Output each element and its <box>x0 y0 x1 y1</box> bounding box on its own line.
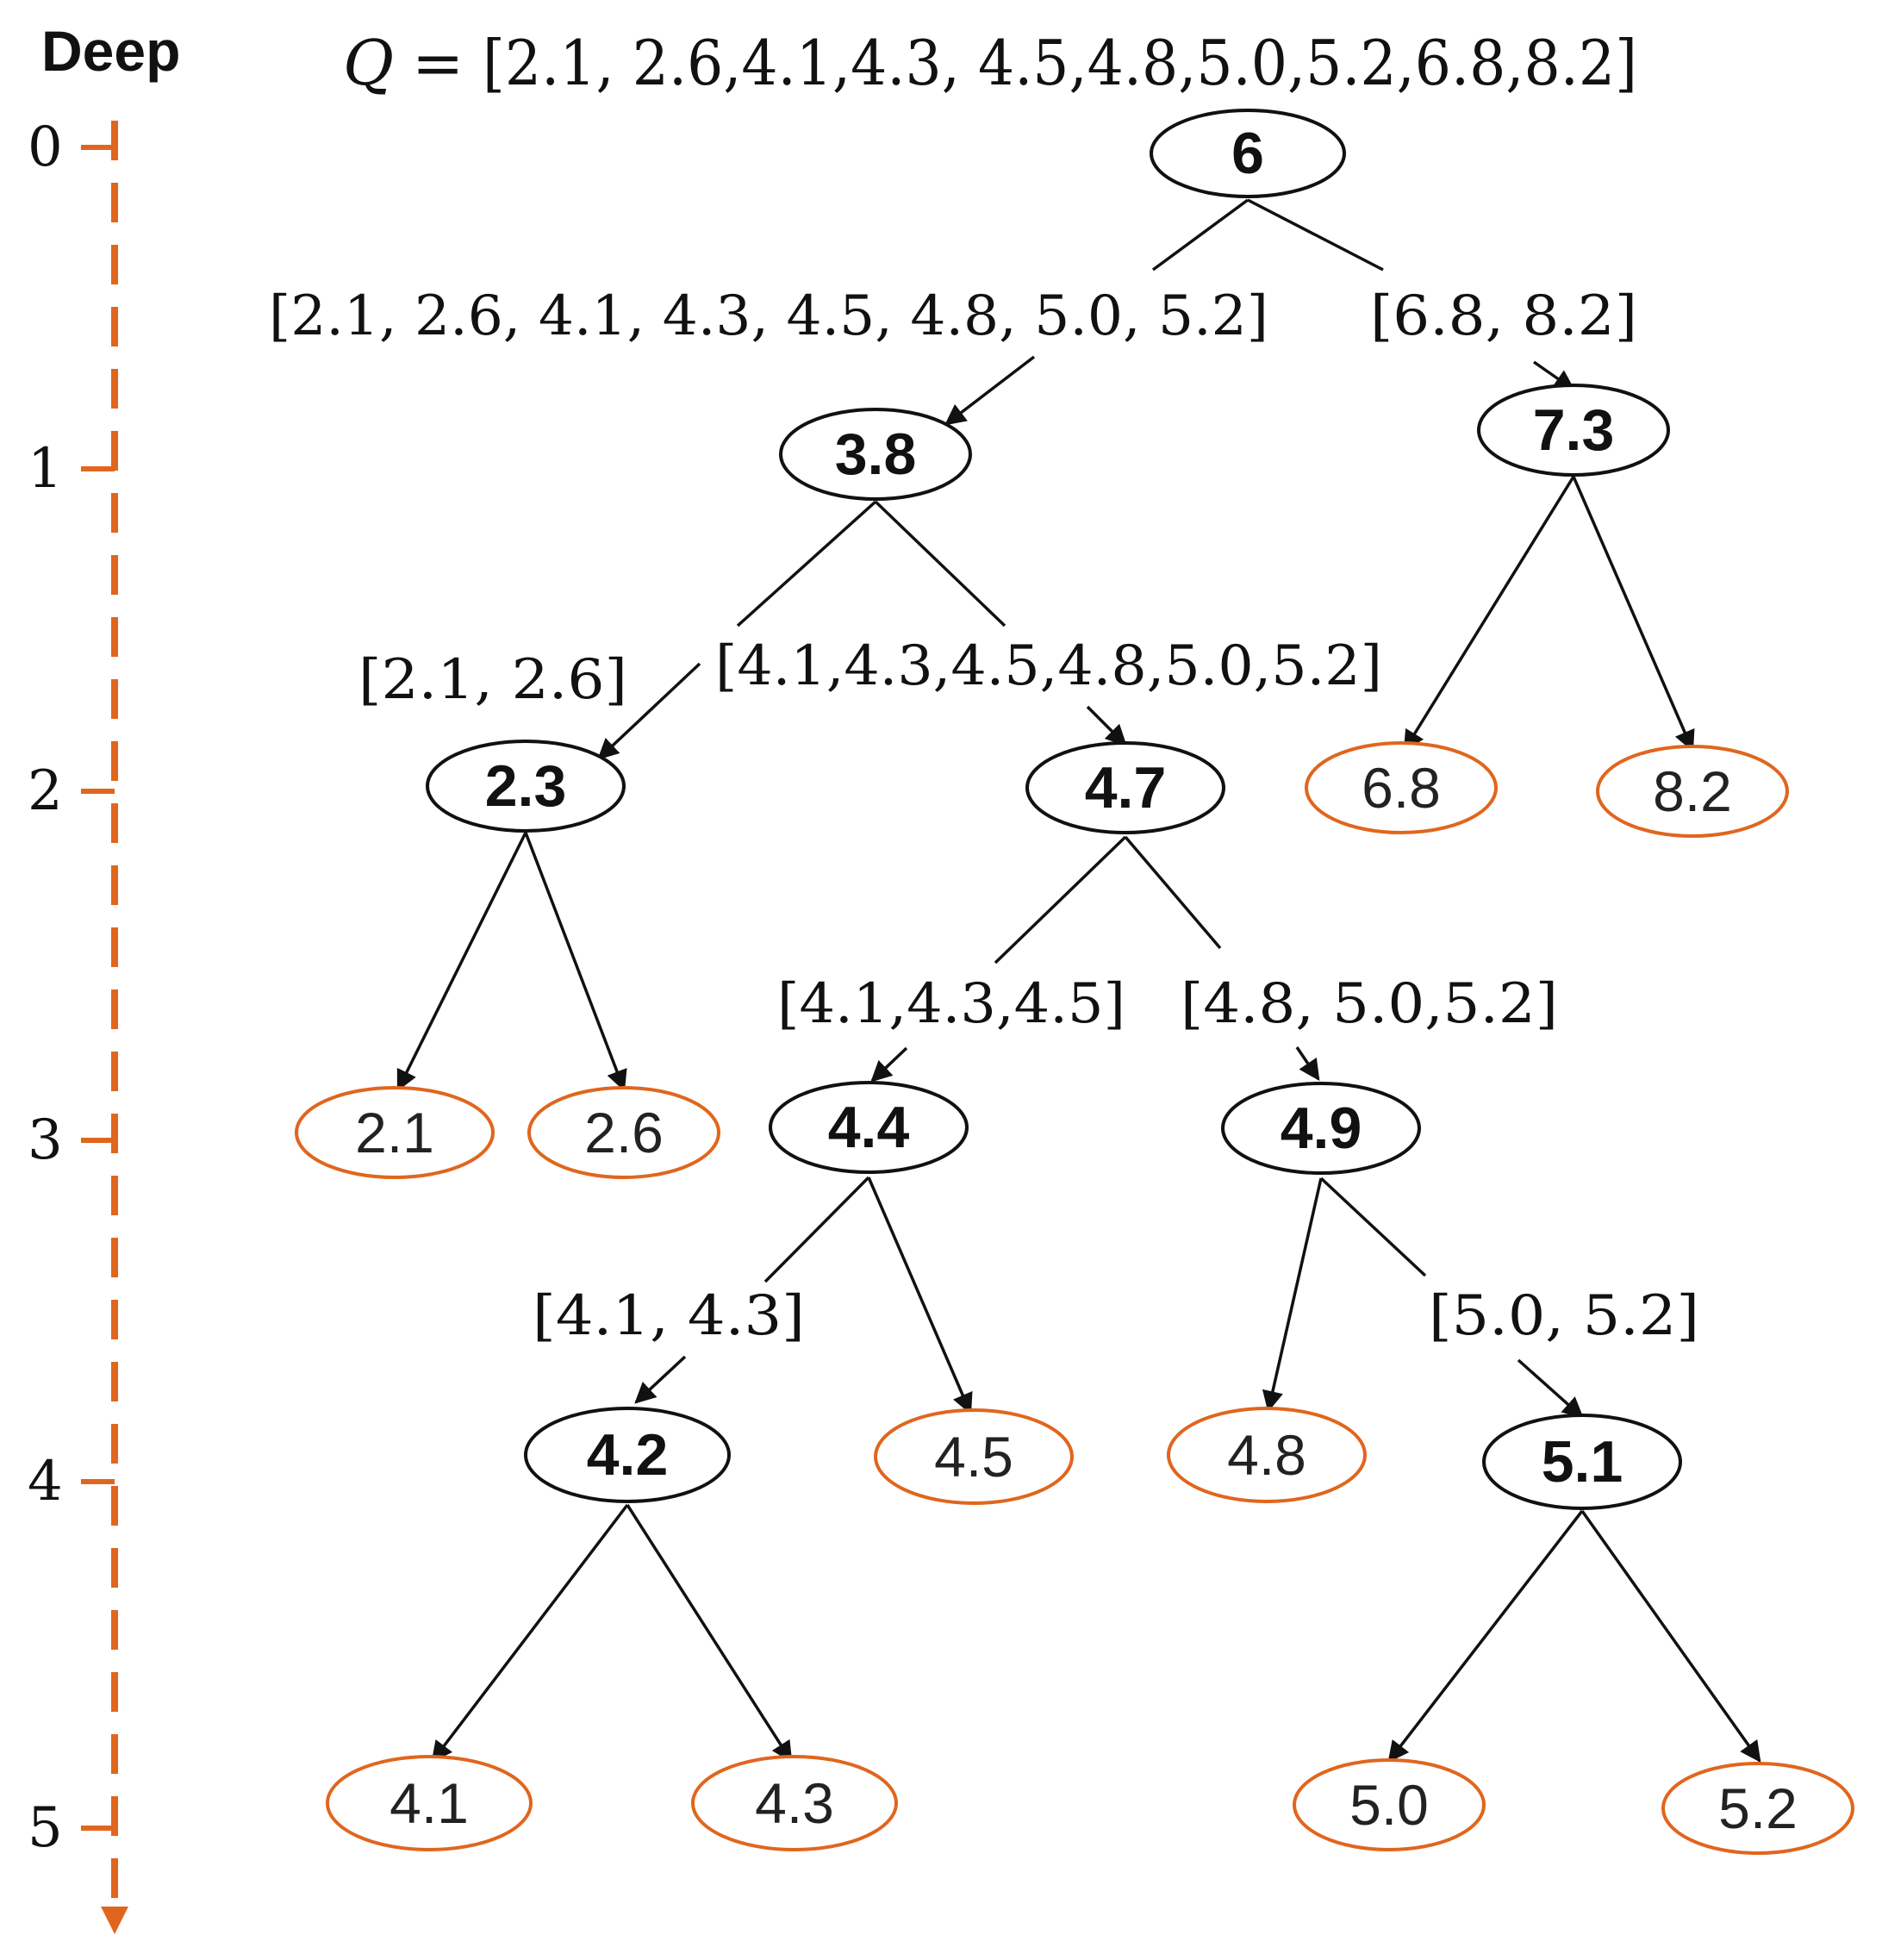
depth-tick-3: 3 <box>28 1108 115 1172</box>
arrow-to-21 <box>396 832 527 1092</box>
arrow-to-38 <box>944 355 1036 426</box>
arrow-to-23 <box>597 662 701 760</box>
depth-tick-5: 5 <box>28 1796 115 1860</box>
leaf-node-label-4-5: 4.5 <box>934 1425 1013 1489</box>
tree-edges <box>736 198 1427 1283</box>
range-label-r6: [4.8, 5.0,5.2] <box>1181 972 1558 1036</box>
leaf-node-label-6-8: 6.8 <box>1362 756 1441 820</box>
arrow-to-68 <box>1403 476 1575 752</box>
arrow-to-50 <box>1387 1509 1584 1763</box>
leaf-node-2-1: 2.1 <box>295 1086 495 1179</box>
range-label-r3: [2.1, 2.6] <box>358 648 627 712</box>
leaf-node-label-4-1: 4.1 <box>389 1771 469 1835</box>
leaf-node-4-8: 4.8 <box>1167 1407 1367 1503</box>
arrow-to-43 <box>626 1504 793 1763</box>
leaf-node-label-4-8: 4.8 <box>1227 1423 1306 1487</box>
leaf-node-label-8-2: 8.2 <box>1653 759 1732 823</box>
leaf-node-4-5: 4.5 <box>874 1408 1074 1505</box>
split-node-5-1: 5.1 <box>1482 1414 1682 1510</box>
range-labels: [2.1, 2.6, 4.1, 4.3, 4.5, 4.8, 5.0, 5.2]… <box>269 284 1699 1348</box>
split-node-label-4-9: 4.9 <box>1281 1095 1362 1161</box>
depth-axis-title: Deep <box>41 19 180 83</box>
leaf-node-label-2-6: 2.6 <box>584 1101 664 1164</box>
split-node-label-4-2: 4.2 <box>587 1422 669 1488</box>
leaf-node-2-6: 2.6 <box>527 1086 720 1179</box>
leaf-node-6-8: 6.8 <box>1305 741 1498 834</box>
split-node-label-4-7: 4.7 <box>1085 755 1167 821</box>
leaf-node-4-1: 4.1 <box>326 1755 533 1851</box>
title-values: [2.1, 2.6,4.1,4.3, 4.5,4.8,5.0,5.2,6.8,8… <box>483 27 1637 99</box>
range-label-r5: [4.1,4.3,4.5] <box>777 972 1125 1036</box>
arrow-to-41 <box>431 1503 629 1763</box>
edge-47-left <box>994 835 1127 964</box>
title-variable: Q <box>343 27 394 99</box>
depth-tick-0: 0 <box>28 115 115 179</box>
leaf-node-label-2-1: 2.1 <box>355 1101 434 1164</box>
split-node-label-3-8: 3.8 <box>835 421 917 487</box>
split-node-7-3: 7.3 <box>1477 384 1670 477</box>
depth-tick-label-5: 5 <box>28 1796 63 1860</box>
split-node-3-8: 3.8 <box>779 408 972 501</box>
split-node-4-7: 4.7 <box>1025 741 1225 834</box>
range-label-r4: [4.1,4.3,4.5,4.8,5.0,5.2] <box>715 634 1382 698</box>
split-node-label-4-4: 4.4 <box>828 1095 910 1160</box>
leaf-node-8-2: 8.2 <box>1596 745 1789 838</box>
range-label-r8: [5.0, 5.2] <box>1429 1284 1699 1348</box>
range-label-r1: [2.1, 2.6, 4.1, 4.3, 4.5, 4.8, 5.0, 5.2] <box>269 284 1268 348</box>
edge-6-right <box>1247 198 1384 272</box>
edge-6-left <box>1151 198 1249 272</box>
depth-tick-label-1: 1 <box>28 437 63 501</box>
arrow-to-52 <box>1580 1509 1761 1763</box>
edge-47-right <box>1124 835 1222 950</box>
arrow-to-26 <box>524 832 627 1092</box>
split-node-6: 6 <box>1150 109 1346 198</box>
range-label-r2: [6.8, 8.2] <box>1370 284 1637 348</box>
leaf-node-label-5-0: 5.0 <box>1349 1773 1429 1837</box>
edge-38-right <box>874 500 1006 627</box>
range-label-r7: [4.1, 4.3] <box>533 1284 805 1348</box>
leaf-node-label-4-3: 4.3 <box>755 1771 834 1835</box>
split-node-2-3: 2.3 <box>426 740 626 833</box>
depth-tick-label-2: 2 <box>28 759 63 823</box>
depth-tick-4: 4 <box>28 1450 115 1514</box>
arrow-to-45 <box>867 1177 973 1415</box>
split-node-label-2-3: 2.3 <box>485 753 567 819</box>
arrow-to-44 <box>870 1046 908 1083</box>
leaf-node-label-5-2: 5.2 <box>1718 1776 1798 1840</box>
split-node-4-9: 4.9 <box>1221 1082 1421 1175</box>
arrow-to-48 <box>1262 1177 1323 1413</box>
arrow-to-82 <box>1572 476 1695 752</box>
leaf-node-4-3: 4.3 <box>691 1755 898 1851</box>
depth-tick-label-3: 3 <box>28 1108 63 1172</box>
tree-nodes: 6 3.8 7.3 2.3 4.7 6.8 8.2 <box>295 109 1854 1855</box>
edge-38-left <box>736 500 877 627</box>
edge-49-right <box>1319 1177 1427 1277</box>
arrow-to-47 <box>1086 705 1127 746</box>
depth-tick-label-0: 0 <box>28 115 63 179</box>
arrow-to-42 <box>634 1355 687 1404</box>
title-equals: = <box>412 27 464 99</box>
depth-axis: Deep 0 1 2 3 4 5 <box>28 19 180 1934</box>
split-node-label-6: 6 <box>1231 121 1264 186</box>
depth-tick-label-4: 4 <box>28 1450 63 1514</box>
depth-tick-2: 2 <box>28 759 115 823</box>
split-node-label-7-3: 7.3 <box>1533 397 1615 463</box>
leaf-node-5-2: 5.2 <box>1661 1762 1854 1855</box>
query-set-title: Q = [2.1, 2.6,4.1,4.3, 4.5,4.8,5.0,5.2,6… <box>343 27 1637 99</box>
edge-44-left <box>763 1176 870 1283</box>
leaf-node-5-0: 5.0 <box>1293 1758 1486 1851</box>
split-node-4-2: 4.2 <box>524 1407 731 1503</box>
depth-tick-1: 1 <box>28 437 115 501</box>
tree-arrows <box>396 355 1761 1763</box>
split-node-label-5-1: 5.1 <box>1542 1429 1623 1495</box>
arrow-to-51 <box>1517 1358 1584 1419</box>
split-node-4-4: 4.4 <box>769 1081 969 1174</box>
arrow-to-49 <box>1295 1046 1320 1082</box>
